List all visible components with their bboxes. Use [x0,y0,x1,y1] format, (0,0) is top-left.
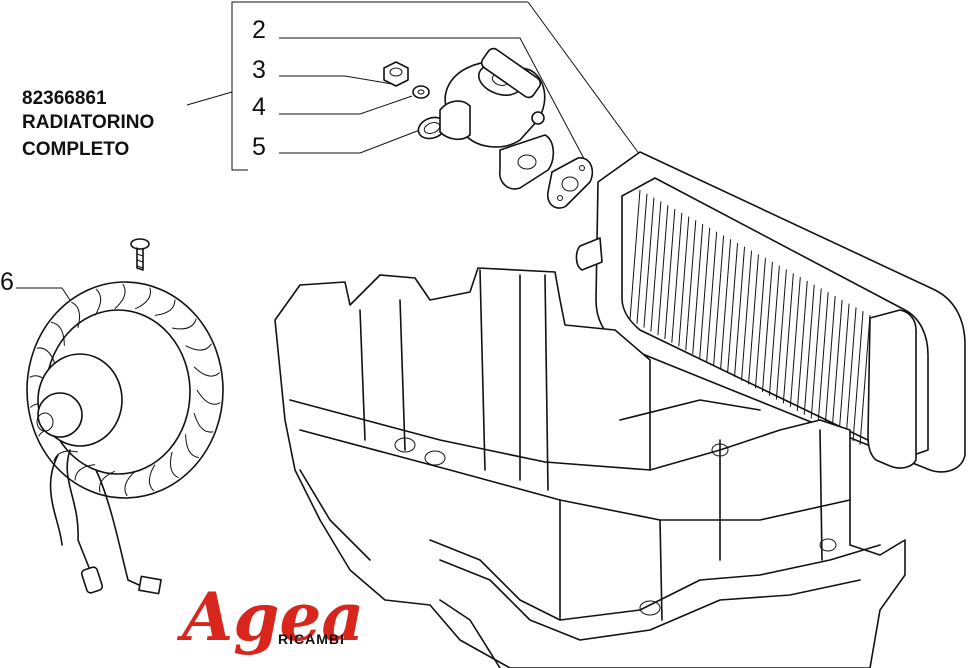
radiator-fin [720,239,732,370]
radiator-fin [741,250,753,381]
fan-blade [185,343,212,351]
fan-blade [185,434,200,459]
nut-part [383,61,409,87]
radiator-fin [734,246,746,377]
radiator-fin [678,216,690,347]
radiator-fin [657,205,669,336]
part-code: 82366861 [22,88,107,109]
callout-2: 2 [252,16,591,171]
radiator-fin [713,235,725,366]
callout-label: 5 [252,133,266,161]
radiator-fin [782,273,794,404]
radiator-fin [643,197,655,328]
screw-part [130,238,150,271]
radiator-fin [747,254,759,385]
fan-blade [71,301,80,329]
callout-3: 3 [252,56,393,85]
gasket-part [546,157,594,209]
radiator-fin [692,224,704,355]
heater-housing [274,267,906,668]
callout-label: 6 [0,268,14,296]
radiator-fin [852,311,864,442]
part-description: 82366861 RADIATORINO COMPLETO [22,88,154,160]
logo-sub-text: RICAMBI [278,631,345,647]
radiator-fin [706,231,718,362]
fan-blade [53,450,78,462]
fan-blade [124,470,136,497]
radiator-fin [664,208,676,339]
fan-blade [154,299,176,316]
radiator-fin [629,189,641,321]
fan-blade [50,321,65,346]
callout-label: 3 [252,56,266,84]
radiator-fin [817,292,829,423]
radiator-fin [845,307,857,438]
radiator-fin [727,242,739,374]
radiator-fin [824,296,836,427]
radiator-fin [768,265,780,396]
fan-blade [193,412,214,433]
radiator-fin [775,269,787,400]
radiator-fin [650,201,662,332]
radiator-fin [789,277,801,408]
callout-5: 5 [252,127,426,161]
radiator-fin [761,261,773,393]
part-name-line2: COMPLETO [22,139,129,160]
fan-blade [196,389,221,405]
callout-label: 4 [252,93,266,121]
part-name-line1: RADIATORINO [22,112,154,133]
callout-label: 2 [252,16,266,44]
radiator-fin [754,258,766,389]
heater-radiator [575,151,966,473]
radiator-fin [671,212,683,343]
radiator-fin [796,280,808,411]
valve-assembly [439,47,555,190]
radiator-fin [636,193,648,324]
callout-4: 4 [252,93,413,121]
radiator-fin [810,288,822,419]
agea-logo: Agea RICAMBI [176,578,364,656]
radiator-fin [685,220,697,351]
fan-blade [94,288,102,316]
logo-brand-text: Agea [176,578,364,656]
group-bracket [186,1,528,171]
radiator-fin [699,227,711,358]
radiator-fin [838,303,850,434]
fan-blade [148,464,156,492]
fan-blade [170,451,179,479]
fan-blade [172,318,197,330]
blower-fan [26,281,224,595]
fan-blade [134,287,151,310]
radiator-fin [831,299,843,430]
fan-blade [99,470,116,493]
radiator-fins [629,189,871,446]
radiator-fin [859,314,871,446]
fan-blade [193,366,221,377]
fan-blade [114,283,126,310]
fan-blade [74,464,96,481]
washer-part [412,85,430,99]
radiator-fin [803,284,815,415]
